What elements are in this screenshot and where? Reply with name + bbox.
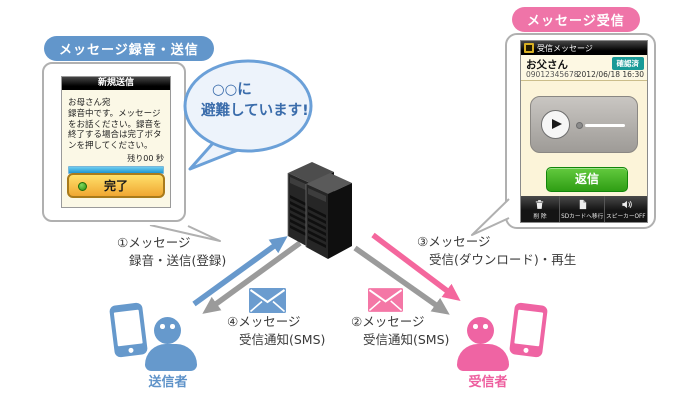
sender-smartphone-screen — [113, 309, 143, 347]
toolbar-speaker-label: スピーカーOFF — [606, 212, 646, 220]
sender-label: 送信者 — [148, 375, 188, 390]
reply-button[interactable]: 返信 — [546, 167, 628, 192]
step4-label: ④メッセージ 受信通知(SMS) — [227, 313, 325, 349]
step3-line1: ③メッセージ — [417, 234, 491, 249]
sender-phone-mockup: 新規送信 お母さん宛 録音中です。メッセージをお話ください。録音を終了する場合は… — [42, 62, 186, 222]
speech-bubble — [183, 59, 313, 171]
speaker-icon — [622, 200, 632, 208]
record-indicator-icon — [78, 182, 87, 191]
arrow-download-to-receiver — [371, 232, 461, 301]
trash-icon — [536, 199, 544, 209]
step1-line2: 録音・送信(登録) — [129, 253, 227, 268]
arrow-notify-receiver — [353, 245, 450, 315]
receiver-screen-title: 受信メッセージ — [537, 43, 593, 53]
sender-phone-screen: 新規送信 お母さん宛 録音中です。メッセージをお話ください。録音を終了する場合は… — [61, 76, 171, 208]
play-icon — [552, 119, 562, 129]
speech-bubble-text: ○○に 避難しています! — [201, 80, 309, 122]
receiver-person-icon — [467, 317, 494, 344]
message-sender-name: お父さん — [526, 59, 568, 71]
audio-player — [530, 96, 638, 153]
eye-dot — [160, 324, 165, 329]
toolbar-delete-label: 削 除 — [533, 212, 547, 220]
step2-line1: ②メッセージ — [351, 314, 425, 329]
eye-dot — [483, 324, 488, 329]
sms-envelope-pink-icon — [368, 288, 403, 312]
step3-label: ③メッセージ 受信(ダウンロード)・再生 — [417, 233, 576, 269]
arrow-send-to-server — [192, 236, 288, 307]
step2-line2: 受信通知(SMS) — [363, 332, 450, 347]
app-icon — [524, 43, 534, 53]
step1-line1: ①メッセージ — [117, 235, 191, 250]
sender-person-icon — [154, 317, 181, 344]
step4-line1: ④メッセージ — [227, 314, 301, 329]
done-button-label: 完了 — [103, 179, 128, 193]
toolbar-speaker-button[interactable]: スピーカーOFF — [604, 196, 647, 222]
sender-smartphone-icon — [108, 302, 149, 358]
sender-section-badge: メッセージ録音・送信 — [44, 36, 214, 61]
message-sender-number: 09012345678 — [526, 70, 579, 79]
seek-track — [585, 124, 625, 127]
sender-callout-tail — [149, 225, 221, 242]
toolbar-sdcard-label: SDカードへ移行 — [561, 212, 604, 220]
status-badge: 確認済 — [611, 57, 644, 70]
receiver-smartphone-screen — [514, 309, 544, 347]
bubble-line1: ○○に — [212, 82, 252, 98]
receiver-toolbar: 削 除 SDカードへ移行 スピーカーOFF — [521, 196, 647, 222]
bubble-line2: 避難しています! — [201, 103, 309, 119]
sender-screen-title: 新規送信 — [62, 77, 170, 90]
recipient-label: お母さん宛 — [68, 98, 111, 108]
receiver-screen-titlebar: 受信メッセージ — [521, 41, 647, 55]
receiver-section-badge: メッセージ受信 — [512, 7, 640, 32]
play-button[interactable] — [541, 110, 570, 139]
step3-line2: 受信(ダウンロード)・再生 — [429, 252, 577, 267]
receiver-person-body — [457, 344, 509, 371]
toolbar-delete-button[interactable]: 削 除 — [521, 196, 559, 222]
sd-card-icon — [579, 199, 586, 209]
step1-label: ①メッセージ 録音・送信(登録) — [117, 234, 226, 270]
eye-dot — [473, 324, 478, 329]
receiver-screen-body: 返信 — [521, 81, 647, 196]
receiver-label: 受信者 — [468, 375, 508, 390]
sender-screen-body: お母さん宛 録音中です。メッセージをお話ください。録音を終了する場合は完了ボタン… — [62, 90, 170, 207]
sender-person-body — [145, 344, 197, 371]
toolbar-sdcard-button[interactable]: SDカードへ移行 — [558, 196, 605, 222]
remaining-time-label: 残り00 秒 — [127, 153, 164, 163]
done-button[interactable]: 完了 — [67, 173, 165, 198]
receiver-phone-mockup: 受信メッセージ お父さん 09012345678 確認済 2012/06/18 … — [505, 33, 656, 229]
receiver-smartphone-home-button — [523, 347, 529, 354]
step4-line2: 受信通知(SMS) — [239, 332, 326, 347]
step2-label: ②メッセージ 受信通知(SMS) — [351, 313, 449, 349]
sender-smartphone-home-button — [128, 347, 134, 354]
message-info-bar: お父さん 09012345678 確認済 2012/06/18 16:30 — [521, 55, 647, 81]
receiver-phone-screen: 受信メッセージ お父さん 09012345678 確認済 2012/06/18 … — [520, 40, 648, 223]
message-datetime: 2012/06/18 16:30 — [576, 70, 644, 79]
receiver-callout-tail — [471, 198, 510, 236]
seek-knob[interactable] — [576, 122, 583, 129]
eye-dot — [170, 324, 175, 329]
recording-instructions: 録音中です。メッセージをお話ください。録音を終了する場合は完了ボタンを押してくだ… — [68, 109, 162, 151]
receiver-smartphone-icon — [508, 302, 549, 358]
server-icon — [287, 162, 352, 259]
sms-envelope-blue-icon — [249, 288, 286, 313]
arrow-notify-sender — [202, 240, 302, 314]
